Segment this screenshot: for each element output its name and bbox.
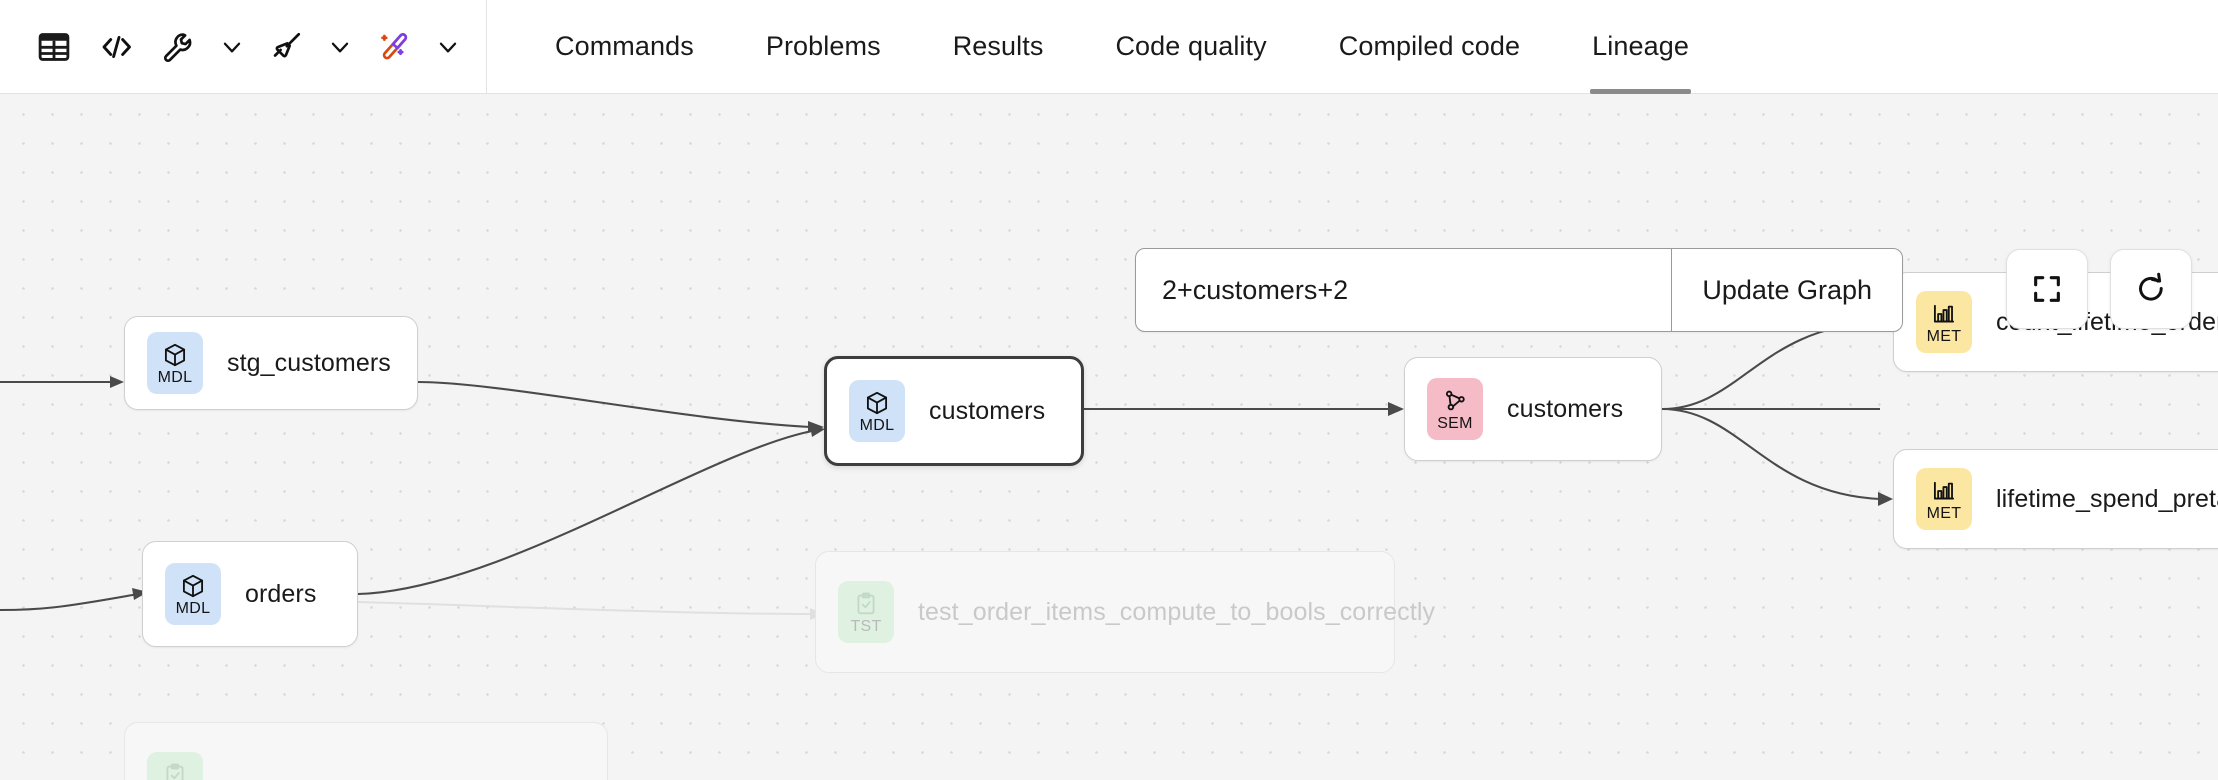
node-type-label: MET bbox=[1926, 504, 1962, 522]
node-type-label: MDL bbox=[859, 416, 895, 434]
chevron-down-icon bbox=[331, 42, 349, 52]
node-type-badge-mdl: MDL bbox=[849, 380, 905, 442]
magic-wand-icon bbox=[381, 32, 408, 59]
network-icon bbox=[1442, 387, 1468, 415]
fullscreen-icon bbox=[2034, 276, 2060, 302]
cube-icon bbox=[180, 572, 206, 600]
tab-lineage[interactable]: Lineage bbox=[1556, 0, 1725, 94]
node-lifetime-spend-pretax[interactable]: MET lifetime_spend_pretax bbox=[1893, 449, 2218, 549]
tab-problems[interactable]: Problems bbox=[730, 0, 917, 94]
tab-underline bbox=[553, 89, 696, 94]
tab-results[interactable]: Results bbox=[917, 0, 1080, 94]
node-type-label: MDL bbox=[157, 368, 193, 386]
cube-icon bbox=[162, 341, 188, 369]
editor-tool-group bbox=[0, 0, 487, 94]
node-customers-mdl[interactable]: MDL customers bbox=[824, 356, 1084, 466]
tab-underline bbox=[1113, 89, 1268, 94]
refresh-icon bbox=[2139, 272, 2163, 301]
chevron-down-icon bbox=[439, 42, 457, 52]
panel-tabs: Commands Problems Results Code quality C… bbox=[519, 0, 1725, 94]
node-label: customers bbox=[929, 396, 1046, 425]
table-icon bbox=[38, 32, 70, 61]
tab-compiled-code[interactable]: Compiled code bbox=[1303, 0, 1556, 94]
node-type-badge-tst: TST bbox=[147, 752, 203, 780]
node-label: lifetime_spend_pretax bbox=[1996, 484, 2218, 513]
graph-search-input[interactable] bbox=[1136, 249, 1672, 331]
chevron-down-icon bbox=[223, 42, 241, 52]
tab-commands[interactable]: Commands bbox=[519, 0, 730, 94]
refresh-button[interactable] bbox=[2110, 249, 2192, 329]
node-test-partial[interactable]: TST bbox=[124, 722, 608, 780]
node-type-label: MET bbox=[1926, 327, 1962, 345]
node-type-label: TST bbox=[850, 617, 882, 635]
tools-chevron-button[interactable] bbox=[212, 18, 252, 76]
format-button[interactable] bbox=[258, 18, 314, 76]
lineage-edges bbox=[0, 315, 1893, 620]
node-type-badge-met: MET bbox=[1916, 291, 1972, 353]
canvas-controls bbox=[2006, 249, 2192, 329]
tab-label: Lineage bbox=[1592, 31, 1689, 61]
clipboard-check-icon bbox=[162, 761, 188, 780]
table-view-button[interactable] bbox=[26, 18, 82, 76]
node-type-label: SEM bbox=[1437, 414, 1473, 432]
tab-underline bbox=[1337, 89, 1522, 94]
node-type-badge-sem: SEM bbox=[1427, 378, 1483, 440]
tab-label: Results bbox=[952, 31, 1044, 61]
tab-label: Problems bbox=[765, 31, 881, 61]
node-label: orders bbox=[245, 579, 317, 608]
node-type-label: MDL bbox=[175, 599, 211, 617]
lineage-canvas[interactable]: MDL stg_customers MDL orders bbox=[0, 94, 2218, 780]
tab-underline bbox=[1590, 88, 1691, 94]
node-type-badge-mdl: MDL bbox=[165, 563, 221, 625]
node-customers-sem[interactable]: SEM customers bbox=[1404, 357, 1662, 461]
node-label: customers bbox=[1507, 394, 1624, 423]
node-test-order-items[interactable]: TST test_order_items_compute_to_bools_co… bbox=[815, 551, 1436, 673]
tab-underline bbox=[764, 89, 883, 94]
tab-code-quality[interactable]: Code quality bbox=[1079, 0, 1302, 94]
ai-assist-button[interactable] bbox=[366, 18, 422, 76]
node-type-badge-tst: TST bbox=[838, 581, 894, 643]
node-type-badge-mdl: MDL bbox=[147, 332, 203, 394]
bar-chart-icon bbox=[1931, 300, 1957, 328]
code-brackets-icon bbox=[102, 35, 131, 58]
wrench-icon bbox=[163, 32, 192, 62]
tab-label: Code quality bbox=[1115, 31, 1267, 61]
fit-view-button[interactable] bbox=[2006, 249, 2088, 329]
node-label: test_order_items_compute_to_bools_correc… bbox=[918, 597, 1436, 626]
bar-chart-icon bbox=[1931, 477, 1957, 505]
node-label: stg_customers bbox=[227, 348, 391, 377]
broom-icon bbox=[273, 32, 301, 57]
node-stg-customers[interactable]: MDL stg_customers bbox=[124, 316, 418, 410]
node-orders[interactable]: MDL orders bbox=[142, 541, 358, 647]
format-chevron-button[interactable] bbox=[320, 18, 360, 76]
tab-label: Compiled code bbox=[1338, 31, 1521, 61]
tools-button[interactable] bbox=[150, 18, 206, 76]
tab-label: Commands bbox=[555, 31, 694, 61]
update-graph-button[interactable]: Update Graph bbox=[1671, 249, 1902, 331]
code-view-button[interactable] bbox=[88, 18, 144, 76]
cube-icon bbox=[864, 389, 890, 417]
clipboard-check-icon bbox=[853, 590, 879, 618]
node-type-badge-met: MET bbox=[1916, 468, 1972, 530]
ai-assist-chevron-button[interactable] bbox=[428, 18, 468, 76]
tab-underline bbox=[951, 89, 1046, 94]
top-toolbar: Commands Problems Results Code quality C… bbox=[0, 0, 2218, 94]
graph-search-bar: Update Graph bbox=[1135, 248, 1903, 332]
